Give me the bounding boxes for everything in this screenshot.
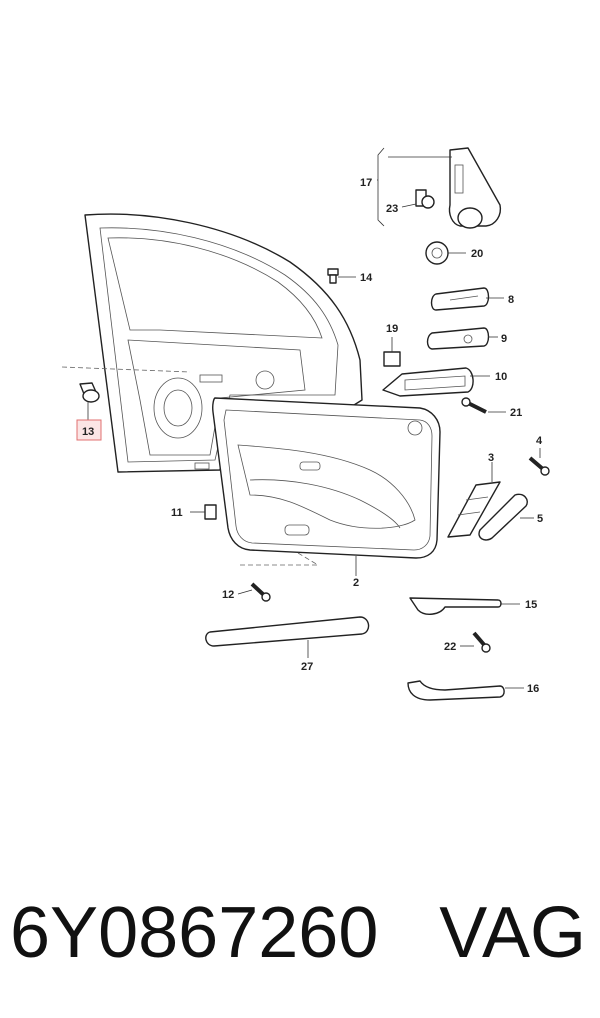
callout-20: 20 [471,248,483,260]
callout-12: 12 [222,589,234,601]
door-handle-10 [382,367,474,397]
clip-13 [79,382,100,403]
callout-10: 10 [495,371,507,383]
callout-19: 19 [386,323,398,335]
switch-bezel-9 [426,327,490,350]
trim-strip-8 [430,287,490,311]
callout-2: 2 [353,577,359,589]
callout-14: 14 [360,272,373,284]
callout-16: 16 [527,683,539,695]
screw-4 [528,456,550,476]
screw-12 [250,582,271,602]
door-trim-panel [212,397,441,566]
clip-11 [204,504,217,520]
clip-19 [383,351,401,367]
grip-16 [407,680,505,701]
callout-21: 21 [510,407,522,419]
clip-23 [415,189,435,209]
callout-27: 27 [301,661,313,673]
grommet-20 [425,241,449,265]
callout-5: 5 [537,513,543,525]
highlight-box-13 [76,419,102,441]
screw-22 [472,631,491,653]
callout-8: 8 [508,294,514,306]
door-trim-exploded-diagram: 17 23 20 14 8 19 9 10 21 4 3 5 11 2 12 1… [61,147,550,701]
callout-13: 13 [82,426,94,438]
callout-23: 23 [386,203,398,215]
screw-21 [461,397,487,414]
callout-15: 15 [525,599,537,611]
callout-11: 11 [171,507,183,519]
callout-9: 9 [501,333,507,345]
part-number: 6Y0867260 [10,893,379,973]
callout-17: 17 [360,177,372,189]
callout-3: 3 [488,452,494,464]
screw-14 [327,268,339,284]
armrest-15 [409,597,502,615]
long-trim-27 [205,616,370,647]
bracket-3 [447,481,501,538]
callout-22: 22 [444,641,456,653]
callout-4: 4 [536,435,543,447]
mirror-trim-triangle [448,147,502,229]
brand-name: VAG [439,893,586,973]
trim-strip-5 [478,493,528,541]
